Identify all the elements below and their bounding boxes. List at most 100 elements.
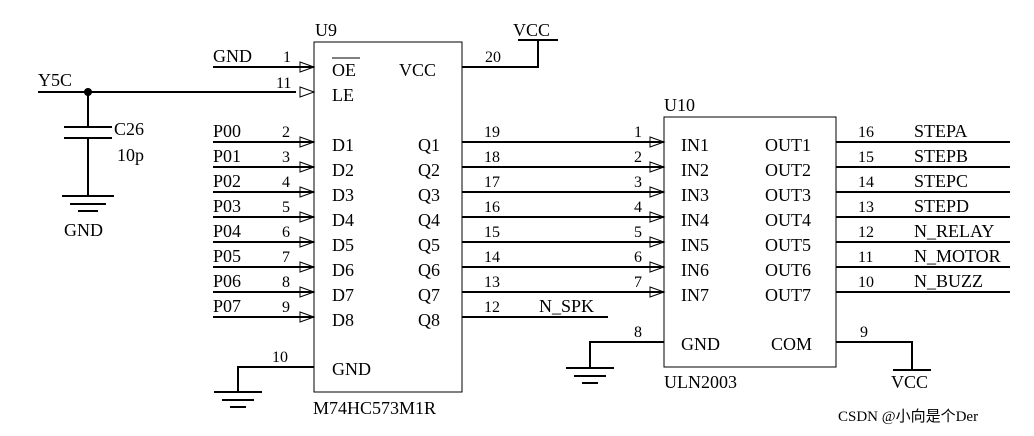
pin-number: 13 (484, 274, 500, 291)
pin-label: OUT6 (765, 260, 811, 280)
y5c-net-label: Y5C (38, 70, 72, 90)
u10-output-row: OUT6 11 N_MOTOR (765, 246, 1010, 280)
pin-number: 4 (282, 174, 290, 191)
pin-label: Q7 (418, 285, 440, 305)
y5c-net: Y5C (38, 70, 296, 93)
pin-number: 12 (484, 299, 500, 316)
pin-number: 7 (634, 274, 642, 291)
pin-label: D6 (332, 260, 354, 280)
u9-output-row: Q6 14 (418, 249, 664, 280)
u10-gnd-pin: 8 (634, 324, 642, 341)
net-label: P02 (213, 171, 241, 191)
cap-ground-symbol: GND (62, 195, 114, 240)
net-label: N_BUZZ (914, 271, 983, 291)
u10-inputs: 1 IN1 2 IN2 3 IN3 4 IN4 5 IN5 6 IN6 (634, 124, 709, 305)
u9-oe-pin: 1 (283, 49, 291, 66)
pin-number: 14 (484, 249, 500, 266)
u9-le-label: LE (332, 85, 354, 105)
pin-number: 14 (858, 174, 874, 191)
pin-number: 4 (634, 199, 642, 216)
u10-com-pin: 9 (860, 324, 868, 341)
pin-number: 8 (282, 274, 290, 291)
u10-input-row: 4 IN4 (634, 199, 709, 230)
u9-vcc-pin: 20 (485, 49, 501, 66)
pin-label: D7 (332, 285, 354, 305)
pin-label: IN7 (681, 285, 709, 305)
u9-input-row: P00 2 D1 (213, 121, 354, 155)
u10-output-row: OUT4 13 STEPD (765, 196, 1010, 230)
pin-number: 17 (484, 174, 500, 191)
net-label: P05 (213, 246, 241, 266)
pin-number: 3 (634, 174, 642, 191)
pin-number: 16 (484, 199, 500, 216)
u9-q-outputs: Q1 19 Q2 18 Q3 17 Q4 16 Q5 15 Q6 14 (418, 124, 664, 330)
u10-output-row: OUT3 14 STEPC (765, 171, 1010, 205)
pin-label: D2 (332, 160, 354, 180)
u10-part: ULN2003 (664, 372, 737, 392)
cap-gnd-label: GND (64, 220, 103, 240)
cap-ref: C26 (114, 119, 144, 139)
u10-input-row: 7 IN7 (634, 274, 709, 305)
u10-input-row: 1 IN1 (634, 124, 709, 155)
pin-number: 2 (282, 124, 290, 141)
u9-input-row: P06 8 D7 (213, 271, 354, 305)
u9-oe-arrow (299, 61, 316, 73)
pin-number: 3 (282, 149, 290, 166)
net-label: STEPA (914, 121, 967, 141)
u10-gnd-net: 8 (566, 324, 664, 384)
u9-output-row: Q4 16 (418, 199, 664, 230)
pin-label: IN2 (681, 160, 709, 180)
u9-gnd-net: 10 (214, 349, 314, 408)
pin-number: 15 (484, 224, 500, 241)
pin-label: IN5 (681, 235, 709, 255)
pin-number: 6 (282, 224, 290, 241)
watermark: CSDN @小向是个Der (838, 408, 978, 425)
u9-input-row: P07 9 D8 (213, 296, 354, 330)
capacitor-c26: C26 10p (64, 92, 144, 196)
u9-input-row: P02 4 D3 (213, 171, 354, 205)
pin-label: IN1 (681, 135, 709, 155)
pin-label: OUT5 (765, 235, 811, 255)
pin-number: 2 (634, 149, 642, 166)
u10-ref: U10 (664, 95, 695, 115)
pin-label: IN3 (681, 185, 709, 205)
u9-le-pin: 11 (276, 75, 291, 92)
u9-ref: U9 (315, 20, 337, 40)
pin-number: 9 (282, 299, 290, 316)
u10-output-row: OUT7 10 N_BUZZ (765, 271, 1010, 305)
pin-label: OUT2 (765, 160, 811, 180)
pin-label: OUT1 (765, 135, 811, 155)
u10-gnd-label: GND (681, 334, 720, 354)
u9-output-row: Q5 15 (418, 224, 664, 255)
net-label: P06 (213, 271, 241, 291)
u9-input-row: P01 3 D2 (213, 146, 354, 180)
pin-number: 15 (858, 149, 874, 166)
pin-number: 13 (858, 199, 874, 216)
pin-label: Q8 (418, 310, 440, 330)
pin-label: OUT3 (765, 185, 811, 205)
u9-output-row: Q3 17 (418, 174, 664, 205)
u9-vcc-net: VCC 20 (462, 20, 558, 68)
pin-number: 18 (484, 149, 500, 166)
u10-com-net-label: VCC (891, 372, 928, 392)
u9-oe-net: GND (213, 46, 252, 66)
u9-input-row: P04 6 D5 (213, 221, 354, 255)
pin-number: 19 (484, 124, 500, 141)
net-label: P00 (213, 121, 241, 141)
u9-le-arrow (299, 86, 316, 98)
pin-label: Q2 (418, 160, 440, 180)
spk-net-label: N_SPK (539, 296, 594, 316)
pin-number: 6 (634, 249, 642, 266)
net-label: P01 (213, 146, 241, 166)
pin-label: D5 (332, 235, 354, 255)
pin-label: Q4 (418, 210, 440, 230)
net-label: N_MOTOR (914, 246, 1001, 266)
net-label: STEPB (914, 146, 968, 166)
u10-output-row: OUT5 12 N_RELAY (765, 221, 1010, 255)
net-label: P03 (213, 196, 241, 216)
u10-body (663, 116, 837, 368)
pin-label: IN4 (681, 210, 709, 230)
u9-input-row: P05 7 D6 (213, 246, 354, 280)
pin-label: Q5 (418, 235, 440, 255)
